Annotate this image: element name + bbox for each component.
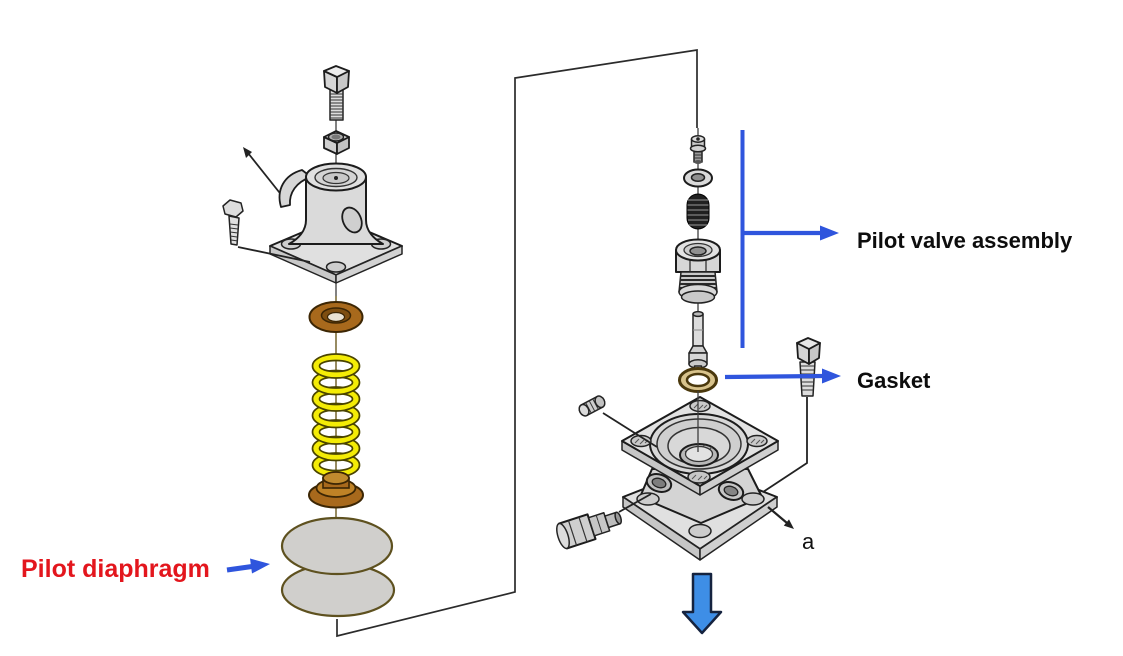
upper-seat-hole <box>326 311 346 323</box>
plug-end-right <box>594 395 606 409</box>
plug-leader <box>602 412 658 448</box>
assembly-connector-line <box>336 49 698 638</box>
bushing-bottom-rim2 <box>680 290 716 304</box>
corner-hole-right <box>746 434 768 448</box>
flange-thickness-right <box>335 245 403 284</box>
body-bolt-head-top <box>796 337 821 350</box>
left-port-hole <box>651 477 667 489</box>
bowl-hole-inner <box>684 445 714 463</box>
fitting-tip-end <box>614 511 623 525</box>
pilot-diaphragm-arrowhead <box>250 558 270 574</box>
a-arrowhead <box>783 519 794 529</box>
right-assembly: a <box>556 128 821 635</box>
pilot-valve-assembly-label: Pilot valve assembly <box>857 228 1073 253</box>
gasket-hole <box>685 372 711 388</box>
gasket-label: Gasket <box>857 368 931 393</box>
corner-hole-top-hatch <box>693 403 708 410</box>
compression-fitting <box>556 493 652 550</box>
lower-plate-hole-front <box>688 523 712 539</box>
a-arrow-line <box>767 506 788 524</box>
nut-hole-inner <box>331 134 341 140</box>
gasket-ring <box>678 367 718 393</box>
clip-leader-arrowhead <box>243 147 252 158</box>
clip-leader-line <box>247 152 284 198</box>
body-bolt-leader <box>762 397 808 493</box>
pilot-valve-arrowhead <box>820 225 839 241</box>
spring-coil <box>311 353 361 379</box>
pilot-screw <box>689 135 707 164</box>
a-marker: a <box>767 506 815 554</box>
stem-taper <box>688 345 708 354</box>
lower-spring-seat <box>308 471 364 509</box>
left-assembly <box>222 65 403 618</box>
gasket-arrowhead <box>822 368 841 384</box>
pilot-diaphragm <box>280 516 396 618</box>
pilot-spring <box>311 353 361 478</box>
adjusting-bolt <box>323 65 350 121</box>
flange-bolt <box>222 199 311 263</box>
right-port-hole <box>723 485 739 497</box>
callouts: Pilot valve assembly Gasket Pilot diaphr… <box>21 130 1073 583</box>
plug-screw <box>578 395 658 448</box>
bolt-threads <box>330 93 343 119</box>
flange-hole-front <box>325 261 347 273</box>
upper-flange-plate <box>621 396 779 496</box>
corner-hole-right-hatch <box>750 438 765 445</box>
front-small-hole <box>687 470 711 484</box>
corner-hole-left <box>630 434 652 448</box>
pilot-valve-spring <box>686 193 710 230</box>
stem-top <box>692 310 704 318</box>
flow-direction-arrow <box>681 572 723 635</box>
valve-seat-bushing <box>675 238 721 304</box>
screw-slot <box>696 137 700 141</box>
left-port <box>645 473 673 493</box>
a-label: a <box>802 529 815 554</box>
washer-hole <box>690 172 706 183</box>
fitting-facet-small <box>595 515 603 534</box>
lock-nut <box>323 130 350 155</box>
spring-bonnet <box>288 162 384 245</box>
screw-collar <box>689 144 707 153</box>
plug-end-left <box>578 403 590 417</box>
lower-seat-boss-top <box>322 471 350 485</box>
front-small-hole-hatch <box>691 474 708 481</box>
valve-spring-ridges <box>687 199 709 226</box>
flange-bolt-shank <box>228 215 240 246</box>
diaphragm-disc-upper <box>280 516 394 576</box>
bushing-top-hole <box>689 246 707 256</box>
screw-tip <box>694 160 702 164</box>
pilot-diaphragm-arrow-line <box>226 564 253 573</box>
flange-bolt-threads <box>229 223 239 242</box>
retainer-clip <box>243 147 312 208</box>
lower-plate-holes <box>636 492 765 539</box>
lower-plate-hole-left <box>636 492 660 506</box>
corner-hole-top <box>689 399 711 413</box>
body-bolt-threaded <box>799 361 816 397</box>
gasket-arrow-line <box>724 373 824 380</box>
valve-stem <box>688 310 708 374</box>
fitting-end-face <box>556 522 570 550</box>
right-port <box>717 481 745 501</box>
fitting-leader <box>618 493 652 513</box>
bonnet-side-cutout <box>341 206 363 234</box>
lower-plate-hole-right <box>741 492 765 506</box>
bolt-head-top <box>323 65 350 78</box>
flange-bolt-head <box>222 199 244 218</box>
fitting-facets <box>567 516 588 546</box>
pilot-diaphragm-label: Pilot diaphragm <box>21 555 210 583</box>
pilot-washer <box>683 168 713 188</box>
upper-spring-seat <box>308 301 364 333</box>
flange-bolt-leader <box>237 246 311 263</box>
bushing-threads <box>679 275 717 289</box>
lower-plate-thickness-right <box>699 496 778 561</box>
body-bolt <box>762 337 821 493</box>
bonnet-center-dot <box>334 176 338 180</box>
